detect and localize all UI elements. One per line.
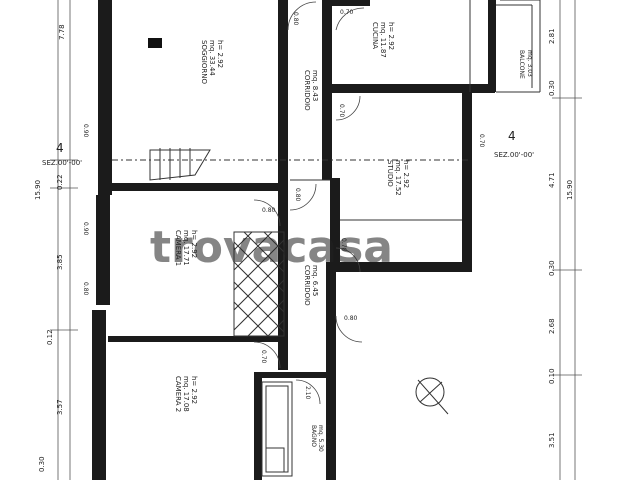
room-cucina: CUCINA mq. 11.87 h= 2.92 bbox=[371, 22, 395, 58]
svg-text:0.70: 0.70 bbox=[478, 134, 485, 148]
svg-text:0.30: 0.30 bbox=[548, 260, 556, 276]
room-bagno: BAGNO mq. 5.30 h= 2.40 bbox=[310, 425, 331, 452]
svg-text:3.51: 3.51 bbox=[548, 432, 556, 448]
door-swings bbox=[253, 1, 365, 405]
left-dimension-lines bbox=[50, 0, 78, 480]
room-soggiorno: SOGGIORNO mq. 33.44 h= 2.92 bbox=[200, 40, 224, 84]
svg-text:4: 4 bbox=[56, 141, 64, 155]
svg-text:0.90: 0.90 bbox=[82, 222, 89, 236]
room-camera1: CAMERA 1 mq. 17.71 h= 2.92 bbox=[174, 230, 198, 266]
svg-text:h= 2.92: h= 2.92 bbox=[402, 160, 410, 188]
svg-text:mq. 5.30: mq. 5.30 bbox=[317, 425, 324, 452]
right-dimension-values: 2.81 0.30 4.71 15.90 0.30 2.68 0.10 3.51 bbox=[548, 28, 574, 448]
section-marker-right: 4 SEZ.00'-00' bbox=[494, 129, 534, 159]
svg-text:mq. 8.43: mq. 8.43 bbox=[311, 70, 319, 101]
svg-text:0.10: 0.10 bbox=[548, 368, 556, 384]
stairs bbox=[149, 148, 211, 181]
section-marker-left: 4 SEZ.00'-00' bbox=[42, 141, 82, 167]
svg-text:0.80: 0.80 bbox=[292, 12, 299, 26]
room-height: h= 2.92 bbox=[216, 40, 224, 68]
svg-text:7.78: 7.78 bbox=[58, 24, 66, 40]
svg-text:3.85: 3.85 bbox=[56, 254, 64, 270]
svg-text:mq. 17.08: mq. 17.08 bbox=[182, 376, 190, 412]
svg-text:0.70: 0.70 bbox=[260, 350, 267, 364]
svg-text:0.70: 0.70 bbox=[338, 104, 345, 118]
svg-text:mq. 3.03: mq. 3.03 bbox=[526, 50, 533, 77]
svg-text:3.57: 3.57 bbox=[56, 399, 64, 415]
room-area: mq. 33.44 bbox=[208, 40, 216, 76]
svg-text:STUDIO: STUDIO bbox=[386, 160, 394, 187]
svg-text:CAMERA 2: CAMERA 2 bbox=[174, 376, 182, 412]
svg-text:15.90: 15.90 bbox=[566, 180, 574, 200]
svg-text:CORRIDOIO: CORRIDOIO bbox=[303, 70, 311, 111]
walls bbox=[92, 0, 496, 480]
svg-text:0.70: 0.70 bbox=[340, 238, 347, 252]
svg-text:0.70: 0.70 bbox=[340, 9, 354, 16]
svg-text:4.71: 4.71 bbox=[548, 172, 556, 188]
svg-text:mq. 17.71: mq. 17.71 bbox=[182, 230, 190, 266]
svg-text:h= 2.40: h= 2.40 bbox=[324, 425, 331, 449]
svg-text:0.90: 0.90 bbox=[82, 124, 89, 138]
room-name: SOGGIORNO bbox=[200, 40, 208, 84]
detail-lines bbox=[112, 0, 541, 477]
svg-text:0.30: 0.30 bbox=[548, 80, 556, 96]
column bbox=[148, 38, 162, 48]
left-dimension-values: 7.78 15.90 0.22 3.85 0.12 3.57 0.30 bbox=[34, 24, 66, 472]
svg-text:mq. 17.52: mq. 17.52 bbox=[394, 160, 402, 196]
svg-text:2.10: 2.10 bbox=[304, 386, 311, 400]
svg-text:h= 2.92: h= 2.92 bbox=[190, 230, 198, 258]
north-arrow-icon bbox=[415, 377, 449, 415]
room-studio: STUDIO mq. 17.52 h= 2.92 bbox=[386, 160, 410, 196]
svg-text:BALCONE: BALCONE bbox=[518, 50, 525, 79]
svg-text:4: 4 bbox=[508, 129, 516, 143]
svg-text:0.30: 0.30 bbox=[38, 456, 46, 472]
svg-text:mq. 11.87: mq. 11.87 bbox=[379, 22, 387, 58]
svg-text:h= 2.92: h= 2.92 bbox=[190, 376, 198, 404]
room-camera2: CAMERA 2 mq. 17.08 h= 2.92 bbox=[174, 376, 198, 412]
svg-text:15.90: 15.90 bbox=[34, 180, 42, 200]
svg-text:SEZ.00'-00': SEZ.00'-00' bbox=[494, 151, 534, 159]
svg-text:2.68: 2.68 bbox=[548, 318, 556, 334]
room-corridoio-top: CORRIDOIO mq. 8.43 bbox=[303, 70, 319, 111]
svg-text:CAMERA 1: CAMERA 1 bbox=[174, 230, 182, 266]
room-corridoio-mid: CORRIDOIO mq. 6.45 bbox=[303, 265, 319, 306]
svg-text:0.22: 0.22 bbox=[56, 174, 64, 190]
svg-text:mq. 6.45: mq. 6.45 bbox=[311, 265, 319, 296]
svg-text:2.81: 2.81 bbox=[548, 28, 556, 44]
svg-text:h= 2.92: h= 2.92 bbox=[387, 22, 395, 50]
svg-text:0.12: 0.12 bbox=[46, 329, 54, 345]
svg-text:SEZ.00'-00': SEZ.00'-00' bbox=[42, 159, 82, 167]
right-dimension-lines bbox=[552, 0, 582, 480]
watermark: trovacasa bbox=[150, 222, 393, 273]
svg-text:BAGNO: BAGNO bbox=[310, 425, 317, 447]
svg-text:0.80: 0.80 bbox=[262, 207, 276, 214]
svg-text:CUCINA: CUCINA bbox=[371, 22, 379, 49]
svg-text:0.80: 0.80 bbox=[82, 282, 89, 296]
room-balcone: BALCONE mq. 3.03 bbox=[518, 50, 533, 79]
svg-text:0.80: 0.80 bbox=[344, 315, 358, 322]
svg-text:0.80: 0.80 bbox=[294, 188, 301, 202]
svg-text:CORRIDOIO: CORRIDOIO bbox=[303, 265, 311, 306]
hatched-area bbox=[233, 231, 285, 337]
door-width-labels: 0.80 0.70 0.90 0.90 0.80 0.80 0.70 0.70 … bbox=[82, 9, 485, 400]
